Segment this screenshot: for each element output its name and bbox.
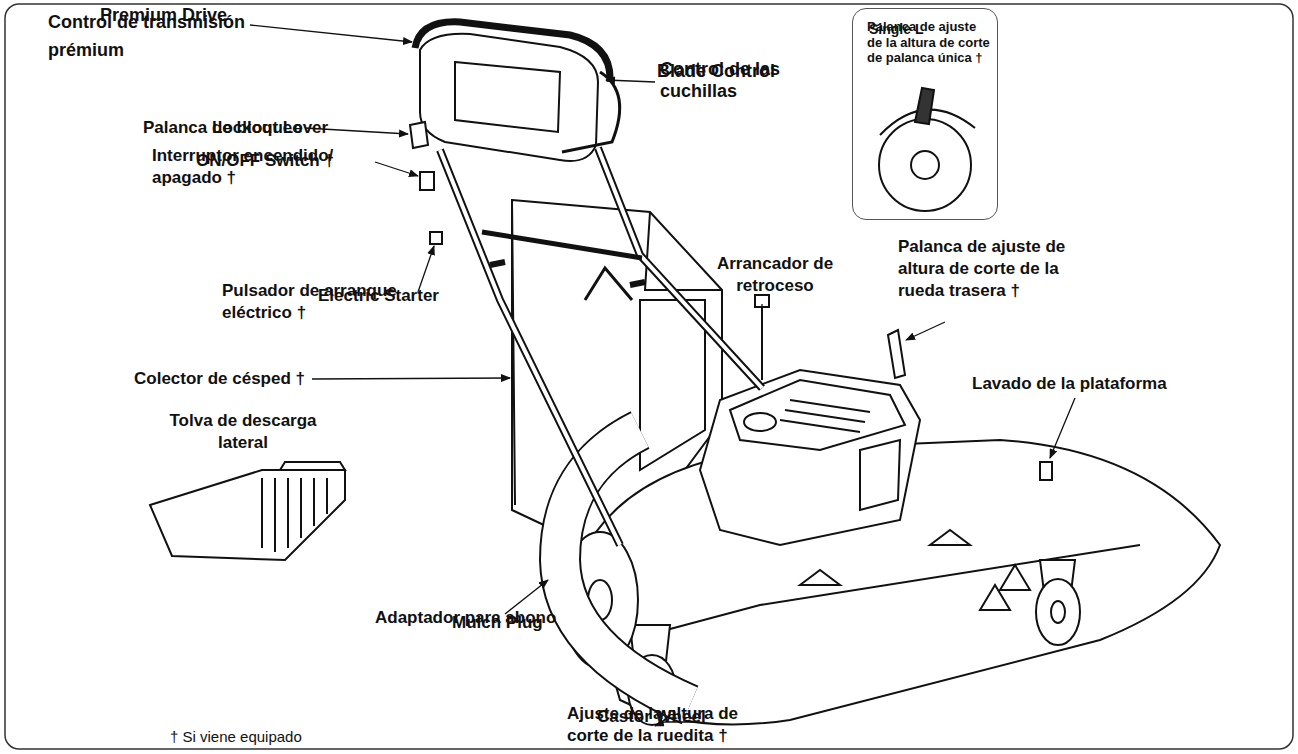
- on-off-switch: [420, 172, 434, 190]
- castor-wheel: [1036, 579, 1080, 645]
- height-lever: [888, 330, 905, 378]
- part-label: Colector de césped †: [134, 368, 374, 390]
- leader-line: [906, 322, 945, 340]
- control-console: [410, 22, 620, 244]
- console-panel: [455, 62, 560, 132]
- part-label: Lockout Lever: [212, 117, 412, 139]
- leader-line: [250, 25, 412, 42]
- part-label: Castor Wheel: [597, 706, 757, 728]
- single-lever: [915, 88, 934, 124]
- engine-body: [700, 370, 920, 545]
- part-label: Lavado de la plataforma: [972, 373, 1232, 395]
- air-filter: [860, 440, 900, 510]
- blade-bail: [562, 72, 620, 152]
- engine-cover: [730, 380, 905, 450]
- part-label: Arrancador de retroceso: [700, 253, 850, 297]
- engine: [700, 295, 920, 545]
- part-label: Palanca de ajuste de altura de corte de …: [898, 236, 1073, 302]
- part-label: Blade Control: [657, 60, 817, 82]
- console-body: [420, 34, 598, 161]
- recoil-rope: [761, 305, 763, 380]
- leader-line: [375, 162, 418, 176]
- castor-hub: [1051, 601, 1065, 623]
- outer-frame: [5, 4, 1293, 749]
- leader-lines: [250, 25, 1075, 726]
- deck-marks: [800, 530, 970, 585]
- fuel-cap: [744, 413, 776, 431]
- part-label: ON/OFF Switch †: [196, 150, 396, 172]
- part-label: Tolva de descarga lateral: [148, 410, 338, 454]
- part-label: Mulch Plug: [452, 612, 612, 634]
- lockout-lever: [410, 122, 428, 148]
- inset-wheel: [879, 88, 975, 211]
- castor-wheels: [628, 560, 1080, 725]
- deck-trim: [610, 545, 1140, 645]
- leader-line: [761, 304, 762, 330]
- leader-line: [418, 246, 434, 292]
- inset-box: Palanca de ajuste de la altura de corte …: [852, 8, 998, 220]
- footnote: † Si viene equipado: [170, 727, 470, 747]
- chute-clip: [280, 462, 345, 470]
- handle-knobs: [490, 262, 645, 285]
- side-chute: [150, 462, 345, 560]
- chute-ribs: [262, 478, 327, 552]
- deck-wash-port: [1040, 462, 1052, 480]
- inset-wheel-hub: [911, 151, 939, 179]
- leader-line: [312, 378, 510, 379]
- tie-down-loop: [980, 565, 1030, 610]
- bag-frame: [640, 300, 705, 470]
- bag-handle: [585, 268, 632, 300]
- engine-fins: [780, 400, 870, 432]
- handle-bar-left: [440, 150, 620, 545]
- leader-line: [606, 80, 655, 82]
- part-label: Electric Starter: [318, 285, 518, 307]
- chute-body: [150, 470, 345, 560]
- leader-line: [1050, 398, 1075, 458]
- inset-wheel-tire: [879, 119, 971, 211]
- handle-crossbar: [482, 232, 642, 258]
- handle-bar-left-inner: [440, 150, 620, 545]
- part-label: Premium Drive: [100, 4, 300, 26]
- overprint-label: Single L: [869, 21, 989, 38]
- handle: [440, 148, 762, 545]
- electric-starter-button: [430, 232, 442, 244]
